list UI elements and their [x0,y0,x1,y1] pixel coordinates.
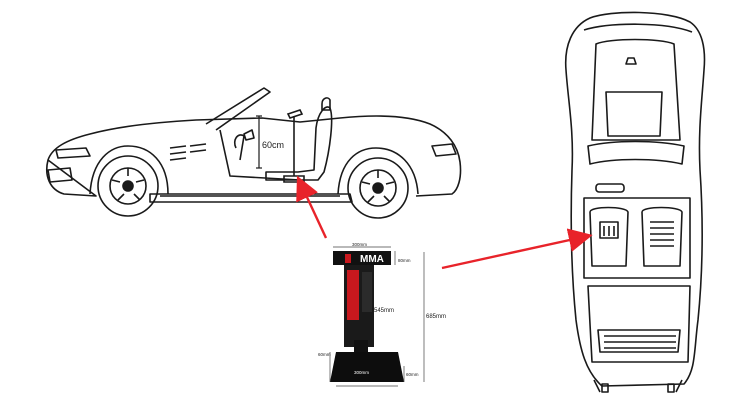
dim-base-right: 60mm [406,372,419,377]
dim-base-width: 300mm [354,370,369,375]
device-dimensions [329,246,425,387]
dim-bottom-left: 60mm [318,352,331,357]
dim-top-width: 300mm [352,242,367,247]
device-image [330,251,404,382]
car-top-view [564,11,706,393]
device-brand: MMA [360,254,384,265]
dim-top-right: 80mm [398,258,411,263]
dim-total-height: 685mm [426,314,446,320]
arrow-to-side-view [296,175,328,239]
arrow-to-top-view [441,228,593,270]
pointer-arrows [296,175,593,270]
height-label: 60cm [262,140,284,150]
car-side-view [46,87,462,219]
dim-column-height: 545mm [374,308,394,314]
height-dimension [256,115,262,169]
